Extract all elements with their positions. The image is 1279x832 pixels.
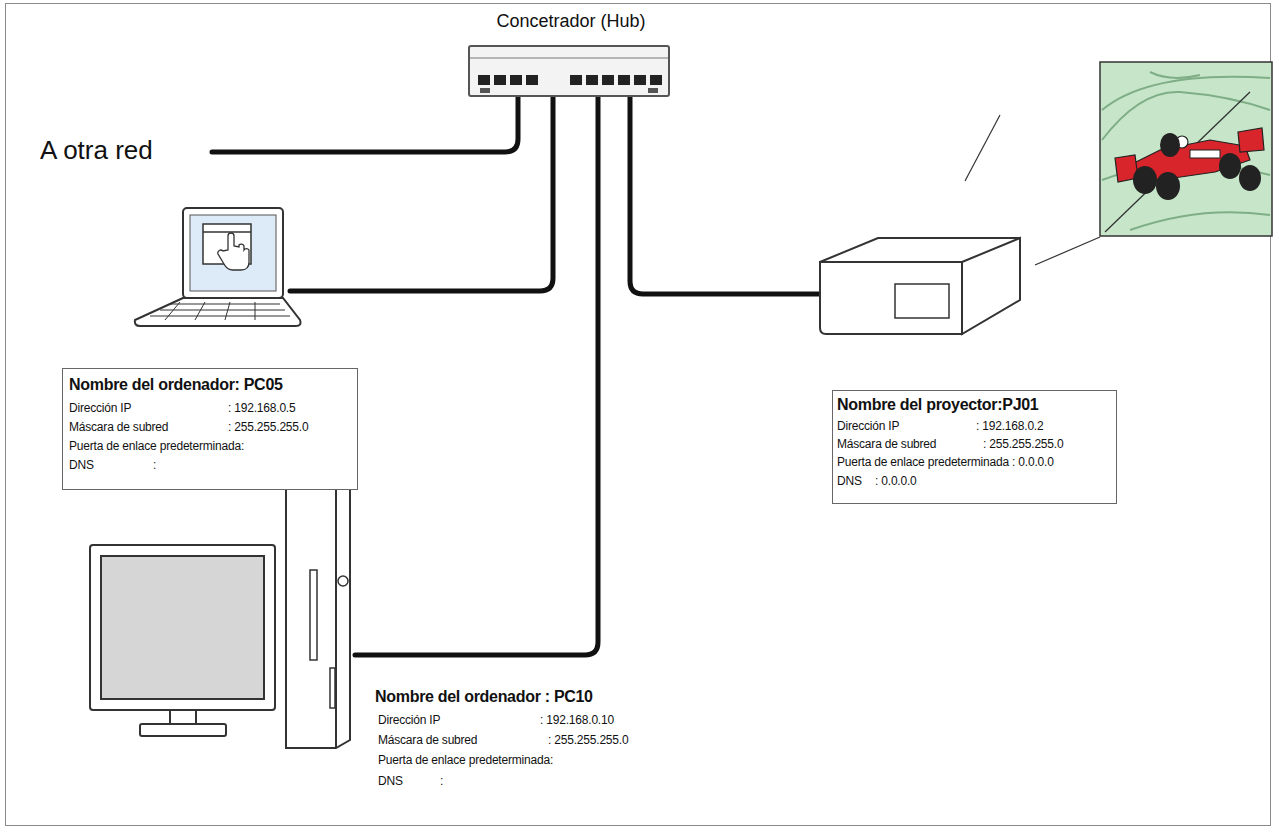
leader-line	[1035, 237, 1100, 265]
field-label: Puerta de enlace predeterminada : 0.0.0.…	[837, 456, 1054, 470]
projector-name: Nombre del proyector:PJ01	[837, 396, 1038, 414]
projector	[820, 238, 1020, 334]
network-label: A otra red	[40, 136, 153, 166]
hub-device	[469, 46, 669, 96]
field-value: : 255.255.255.0	[548, 734, 628, 748]
cable-laptop	[290, 97, 553, 291]
field-label: Dirección IP	[69, 402, 131, 416]
projector-info-box: Nombre del proyector:PJ01Dirección IP : 1…	[832, 390, 1117, 504]
field-label: Máscara de subred	[69, 421, 168, 435]
field-value: : 255.255.255.0	[228, 421, 308, 435]
field-value: : 0.0.0.0	[875, 475, 917, 489]
hub-box: Concetrador (Hub)	[468, 45, 670, 97]
field-label: Máscara de subred	[378, 734, 477, 748]
field-label: Puerta de enlace predeterminada:	[378, 754, 553, 768]
field-label: DNS	[378, 775, 403, 789]
field-value: : 255.255.255.0	[983, 438, 1063, 452]
computer-info-box: Nombre del ordenador: PC05Dirección IP : …	[62, 368, 358, 490]
laptop	[135, 208, 301, 326]
hub-label: Concetrador (Hub)	[450, 11, 692, 32]
cable-projector	[630, 97, 822, 294]
field-value: : 192.168.0.2	[976, 420, 1043, 434]
computer-name: Nombre del ordenador : PC10	[375, 688, 593, 706]
computer-name: Nombre del ordenador: PC05	[69, 376, 283, 394]
race-car-picture	[1100, 62, 1272, 236]
field-value: : 192.168.0.5	[228, 402, 295, 416]
field-label: Dirección IP	[837, 420, 899, 434]
cable-other-network	[212, 97, 518, 152]
field-label: Dirección IP	[378, 714, 440, 728]
field-label: DNS	[837, 475, 862, 489]
leader-line	[965, 115, 1000, 181]
cable-desktop	[355, 97, 598, 655]
field-label: DNS	[69, 459, 94, 473]
field-value: :	[440, 775, 443, 789]
field-value: : 192.168.0.10	[540, 714, 614, 728]
field-label: Máscara de subred	[837, 438, 936, 452]
desktop-computer	[90, 465, 350, 748]
field-label: Puerta de enlace predeterminada:	[69, 440, 244, 454]
field-value: :	[153, 459, 156, 473]
